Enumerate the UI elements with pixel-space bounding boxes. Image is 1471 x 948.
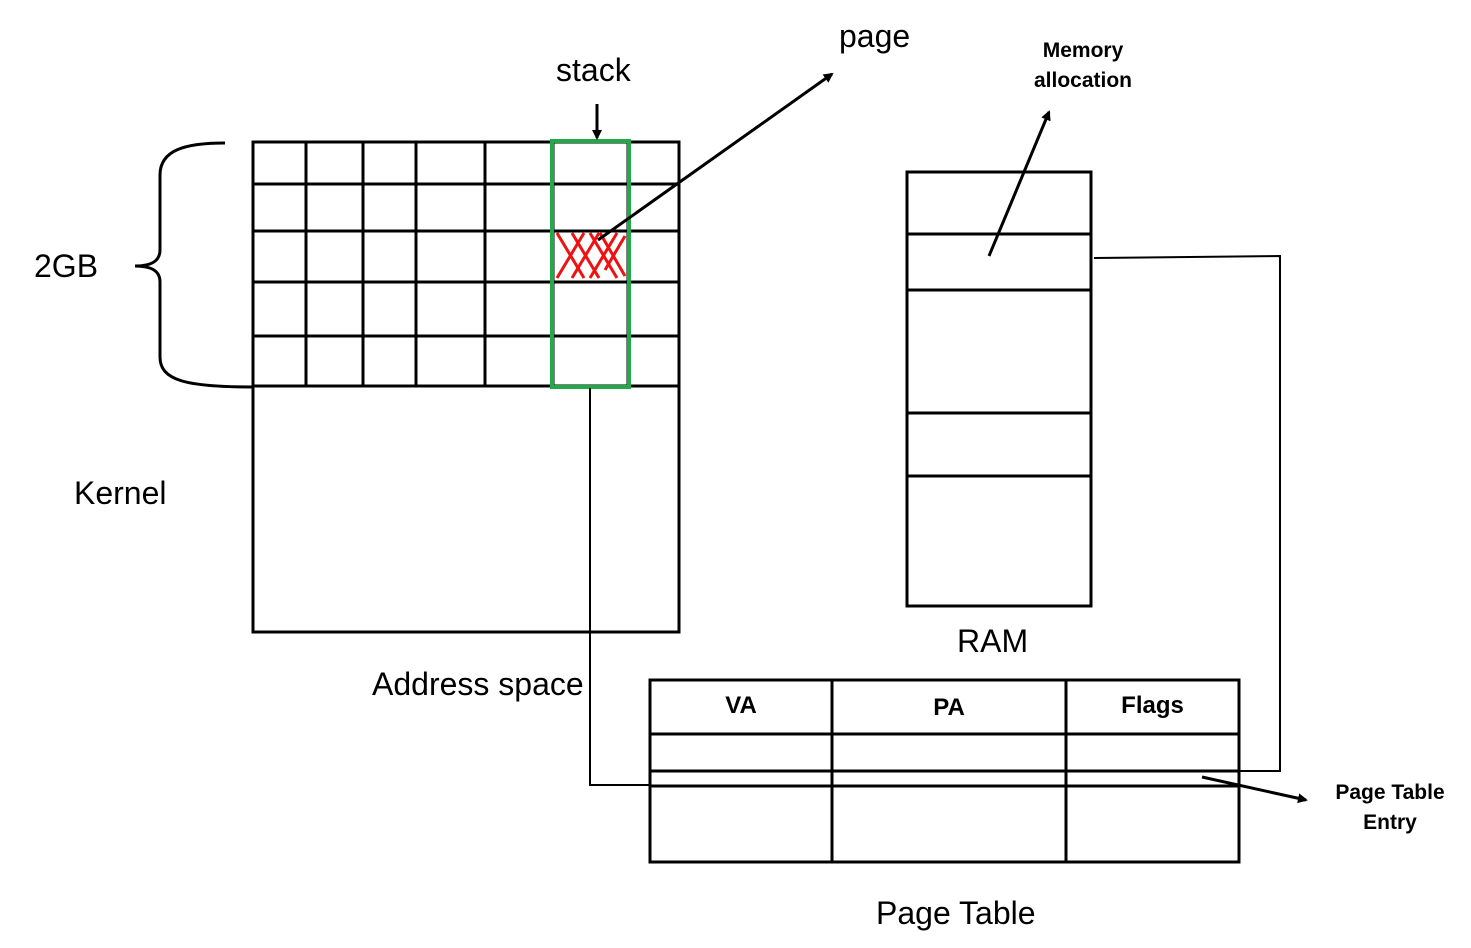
page-table-label: Page Table [876,895,1036,931]
va-connector-line [589,388,650,786]
page-table-col-flags: Flags [1121,692,1184,719]
page-table-entry-line1: Page Table [1335,781,1445,804]
page-table-entry-line2: Entry [1363,811,1417,834]
ram-label: RAM [957,623,1029,659]
2gb-label: 2GB [34,248,99,284]
page-table-col-pa: PA [933,694,965,721]
address-space-label: Address space [372,666,584,702]
stack-column-highlight [550,139,631,389]
ram-box [905,170,1093,608]
memory-allocation-arrow [987,110,1051,257]
2gb-brace [134,141,253,389]
page-table-entry-label: Page Table Entry [1327,778,1453,838]
kernel-label: Kernel [74,475,167,511]
memory-allocation-line1: Memory [1042,39,1124,62]
memory-allocation-line2: allocation [1033,69,1133,92]
pa-connector-line [1093,254,1281,772]
stack-label: stack [556,52,631,88]
page-table-entry-arrow [1201,775,1308,804]
memory-allocation-label: Memory allocation [1020,36,1146,96]
page-table-col-va: VA [725,692,757,719]
page-arrow [597,72,834,242]
page-mark [555,232,627,279]
page-label: page [839,18,911,54]
